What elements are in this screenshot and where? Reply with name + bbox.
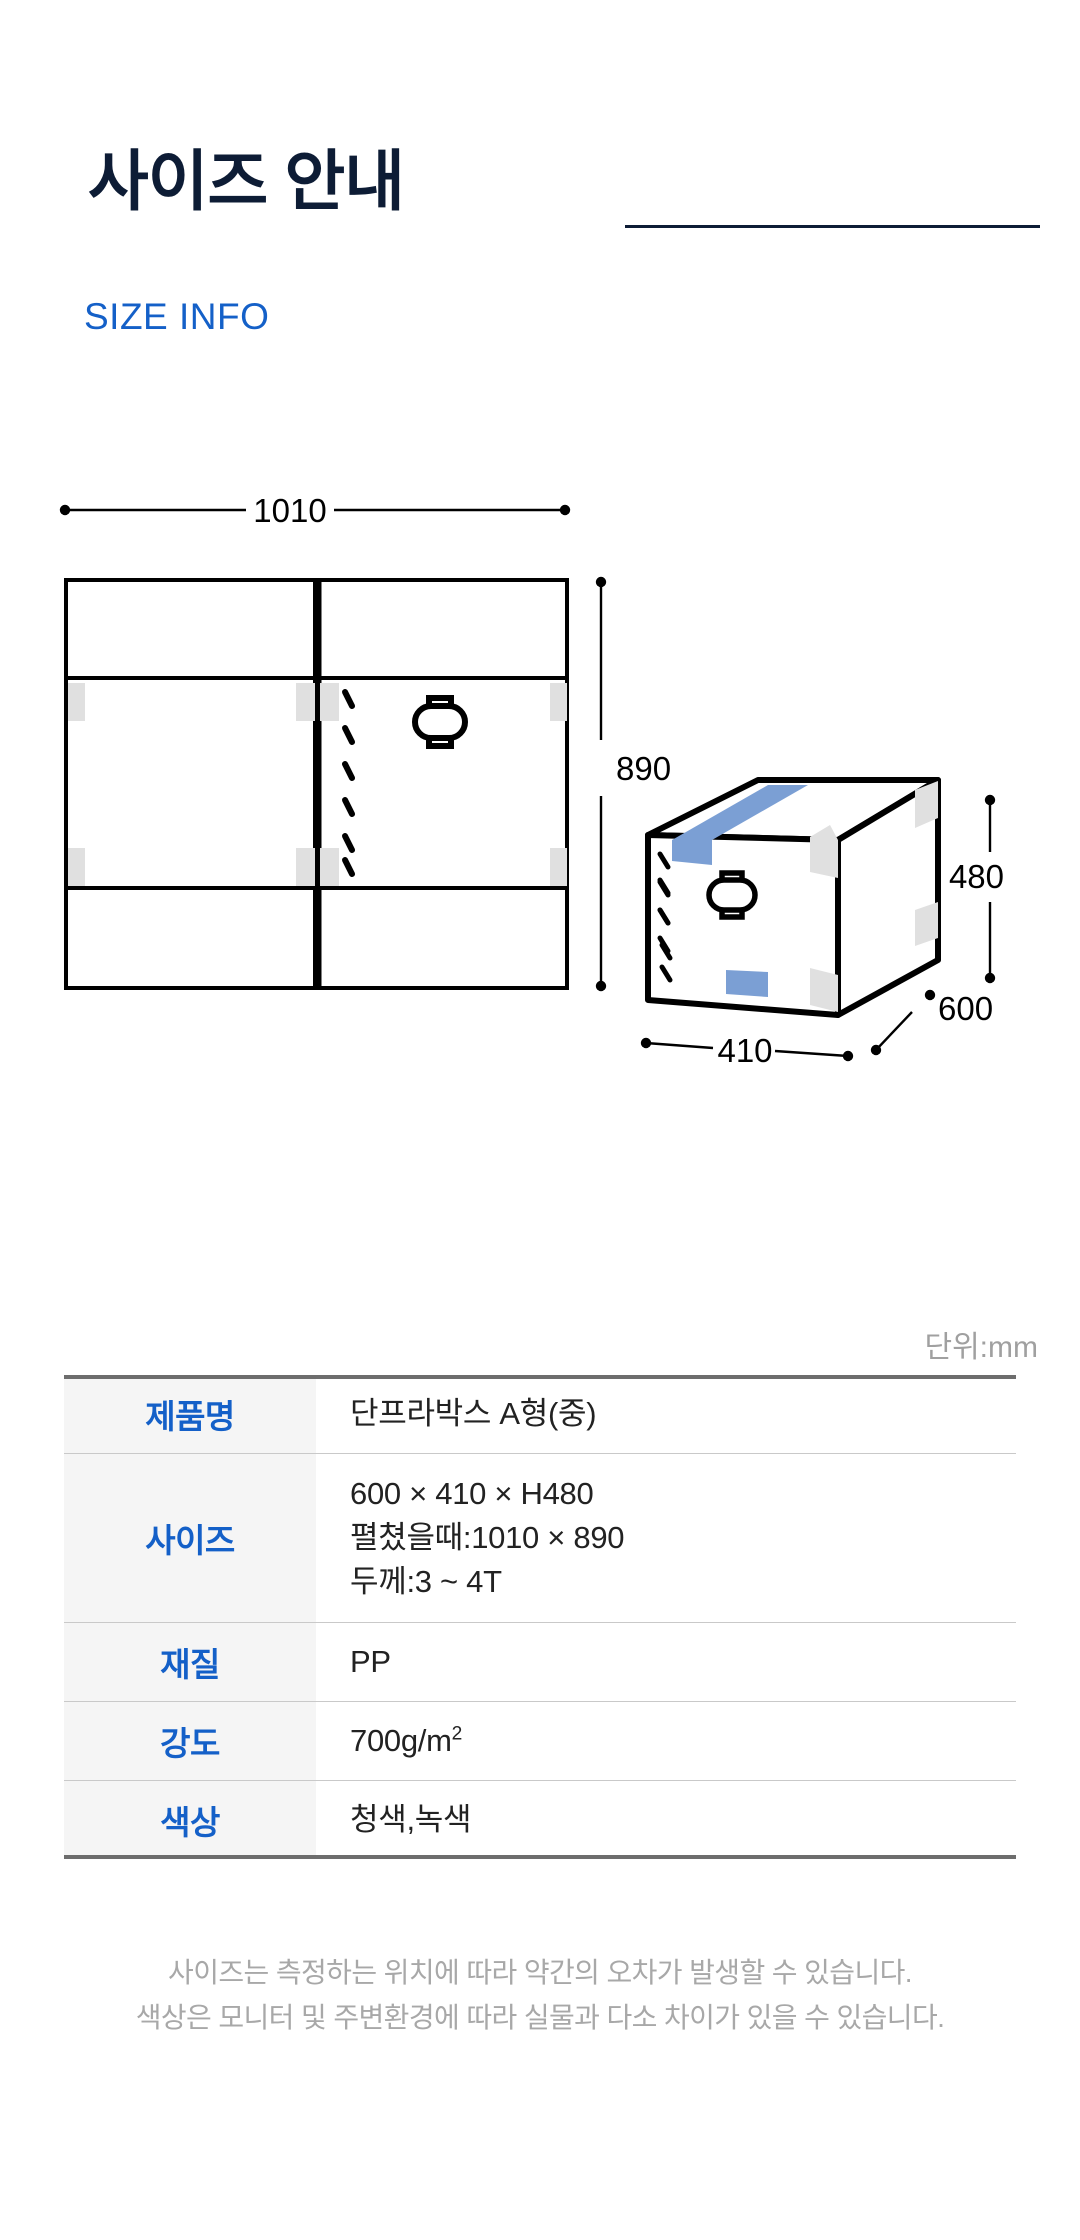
spec-value-strength-base: 700g/m xyxy=(350,1722,452,1758)
box3d-perforation-marks xyxy=(657,851,673,983)
spec-value-color: 청색,녹색 xyxy=(316,1780,1016,1859)
box3d-corner-tabs xyxy=(810,781,938,1012)
flat-box-fold-lines xyxy=(313,580,322,988)
spec-value-strength-exponent: 2 xyxy=(451,1723,463,1745)
footer-notes: 사이즈는 측정하는 위치에 따라 약간의 오차가 발생할 수 있습니다. 색상은… xyxy=(0,1950,1080,2041)
table-row: 색상 청색,녹색 xyxy=(64,1780,1016,1859)
page-header: 사이즈 안내 SIZE INFO xyxy=(0,0,1080,400)
spec-label-strength: 강도 xyxy=(64,1701,316,1781)
table-row: 강도 700g/m2 xyxy=(64,1701,1016,1781)
spec-value-material: PP xyxy=(316,1622,1016,1702)
box3d-side-face xyxy=(835,777,941,1018)
table-row: 제품명 단프라박스 A형(중) xyxy=(64,1375,1016,1454)
size-diagram-area: 1010 xyxy=(0,440,1080,1240)
spec-value-size-line-1: 600 × 410 × H480 xyxy=(350,1475,594,1511)
dimension-height-890: 890 xyxy=(595,576,671,992)
spec-table-wrapper: 제품명 단프라박스 A형(중) 사이즈 600 × 410 × H480 펼쳤을… xyxy=(64,1375,1016,1859)
table-row: 사이즈 600 × 410 × H480 펼쳤을때:1010 × 890 두께:… xyxy=(64,1453,1016,1623)
spec-table: 제품명 단프라박스 A형(중) 사이즈 600 × 410 × H480 펼쳤을… xyxy=(64,1375,1016,1859)
spec-value-product-name: 단프라박스 A형(중) xyxy=(316,1375,1016,1454)
spec-label-size: 사이즈 xyxy=(64,1453,316,1623)
dimension-width-410: 410 xyxy=(640,1032,854,1069)
spec-label-product-name: 제품명 xyxy=(64,1375,316,1454)
table-row: 재질 PP xyxy=(64,1622,1016,1702)
flat-box-drawing: 1010 xyxy=(59,492,671,992)
footer-note-2: 색상은 모니터 및 주변환경에 따라 실물과 다소 차이가 있을 수 있습니다. xyxy=(135,2002,945,2034)
spec-value-strength: 700g/m2 xyxy=(316,1701,1016,1781)
spec-value-size: 600 × 410 × H480 펼쳤을때:1010 × 890 두께:3 ~ … xyxy=(316,1453,1016,1623)
table-top-rule xyxy=(64,1375,1016,1379)
box3d-handle-icon xyxy=(706,870,758,920)
box3d-strap xyxy=(672,785,808,997)
assembled-box-drawing: 480 600 410 xyxy=(640,777,1004,1069)
dimension-depth-600-label: 600 xyxy=(938,990,993,1027)
size-diagram-svg: 1010 xyxy=(59,492,1004,1069)
title-divider-line xyxy=(625,225,1040,228)
unit-note: 단위:mm xyxy=(924,1331,1038,1364)
table-bottom-rule xyxy=(64,1855,1016,1859)
handle-icon xyxy=(412,695,468,749)
dimension-height-890-label: 890 xyxy=(616,750,671,787)
dimension-depth-600: 600 xyxy=(870,989,993,1056)
dimension-height-480-label: 480 xyxy=(949,858,1004,895)
dimension-width-1010: 1010 xyxy=(59,492,571,529)
spec-value-size-line-3: 두께:3 ~ 4T xyxy=(350,1564,502,1599)
spec-value-size-line-2: 펼쳤을때:1010 × 890 xyxy=(350,1519,625,1555)
footer-note-1: 사이즈는 측정하는 위치에 따라 약간의 오차가 발생할 수 있습니다. xyxy=(168,1957,913,1988)
dimension-width-1010-label: 1010 xyxy=(253,492,326,529)
flat-box-corner-tabs xyxy=(68,683,567,886)
page-subtitle: SIZE INFO xyxy=(84,296,270,337)
flat-box-perforation-marks xyxy=(342,689,355,877)
spec-label-color: 색상 xyxy=(64,1780,316,1859)
page-title: 사이즈 안내 xyxy=(88,144,405,218)
spec-label-material: 재질 xyxy=(64,1622,316,1702)
dimension-height-480: 480 xyxy=(949,794,1004,984)
dimension-width-410-label: 410 xyxy=(717,1032,772,1069)
